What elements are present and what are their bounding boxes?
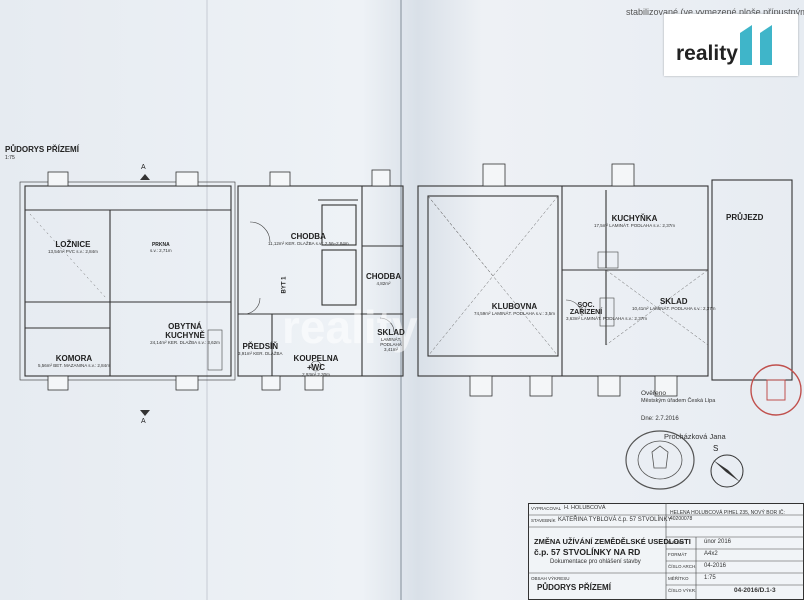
stamp-line2: Městským úřadem Česká Lípa — [641, 398, 716, 404]
tb-vypracoval: H. HOLUBCOVÁ — [564, 505, 606, 511]
plan-title: PŮDORYS PŘÍZEMÍ — [5, 145, 79, 154]
red-stamp — [750, 364, 802, 416]
stamp-line4: Procházková Jana — [664, 432, 726, 441]
tb-stavebnik: KATEŘINA TYBLOVÁ č.p. 57 STVOLÍNKY — [558, 517, 672, 523]
tb-vykres: 04-2016/D.1-3 — [734, 587, 776, 594]
tb-title3: Dokumentace pro ohlášení stavby — [550, 559, 641, 565]
tb-content: PŮDORYS PŘÍZEMÍ — [537, 583, 611, 592]
tb-cislo: 04-2016 — [704, 563, 727, 569]
tb-format: A4x2 — [704, 551, 718, 557]
north-mark: S — [713, 444, 719, 453]
north-arrow-icon — [710, 454, 744, 488]
official-stamp — [625, 430, 695, 490]
stamp-line3: Dne: 2.7.2016 — [641, 416, 679, 422]
tb-title1: ZMĚNA UŽÍVÁNÍ ZEMĚDĚLSKÉ USEDLOSTI — [534, 537, 691, 546]
tb-format-label: FORMÁT — [668, 552, 687, 557]
tb-vykres-label: ČÍSLO VÝKR. — [668, 588, 697, 593]
tb-meritko-label: MĚŘÍTKO — [668, 576, 689, 581]
tb-cislo-label: ČÍSLO ARCH. — [668, 564, 697, 569]
top-note: stabilizované (ve vymezené ploše přípust… — [626, 7, 804, 17]
apartment-mark: BYT 1 — [281, 276, 288, 294]
room-prujezd: PRŮJEZD — [726, 213, 764, 222]
tb-stavebnik-label: STAVEBNÍK — [531, 518, 556, 523]
tb-content-label: OBSAH VÝKRESU — [531, 576, 570, 581]
watermark: reality — [282, 301, 418, 353]
paper-fold — [206, 0, 208, 600]
section-mark-bottom: A — [141, 418, 146, 425]
tb-title2: č.p. 57 STVOLÍNKY NA RD — [534, 547, 641, 557]
tb-vypracoval-label: VYPRACOVAL — [531, 506, 562, 511]
reality-logo: reality — [664, 14, 798, 76]
tb-datum-label: DATUM — [668, 540, 684, 545]
tb-meritko: 1:75 — [704, 575, 716, 581]
plan-scale: 1:75 — [5, 155, 15, 161]
section-mark-top: A — [141, 164, 146, 171]
tb-address: HELENA HOLUBCOVÁ PIHEL 235, NOVÝ BOR IČ:… — [670, 510, 785, 522]
logo-mark-icon — [740, 25, 772, 65]
logo-text: reality — [676, 42, 738, 65]
stamp-line1: Ověřeno — [641, 390, 666, 397]
paper-fold — [400, 0, 402, 600]
title-block-frame — [528, 503, 804, 600]
tb-datum: únor 2016 — [704, 539, 732, 545]
